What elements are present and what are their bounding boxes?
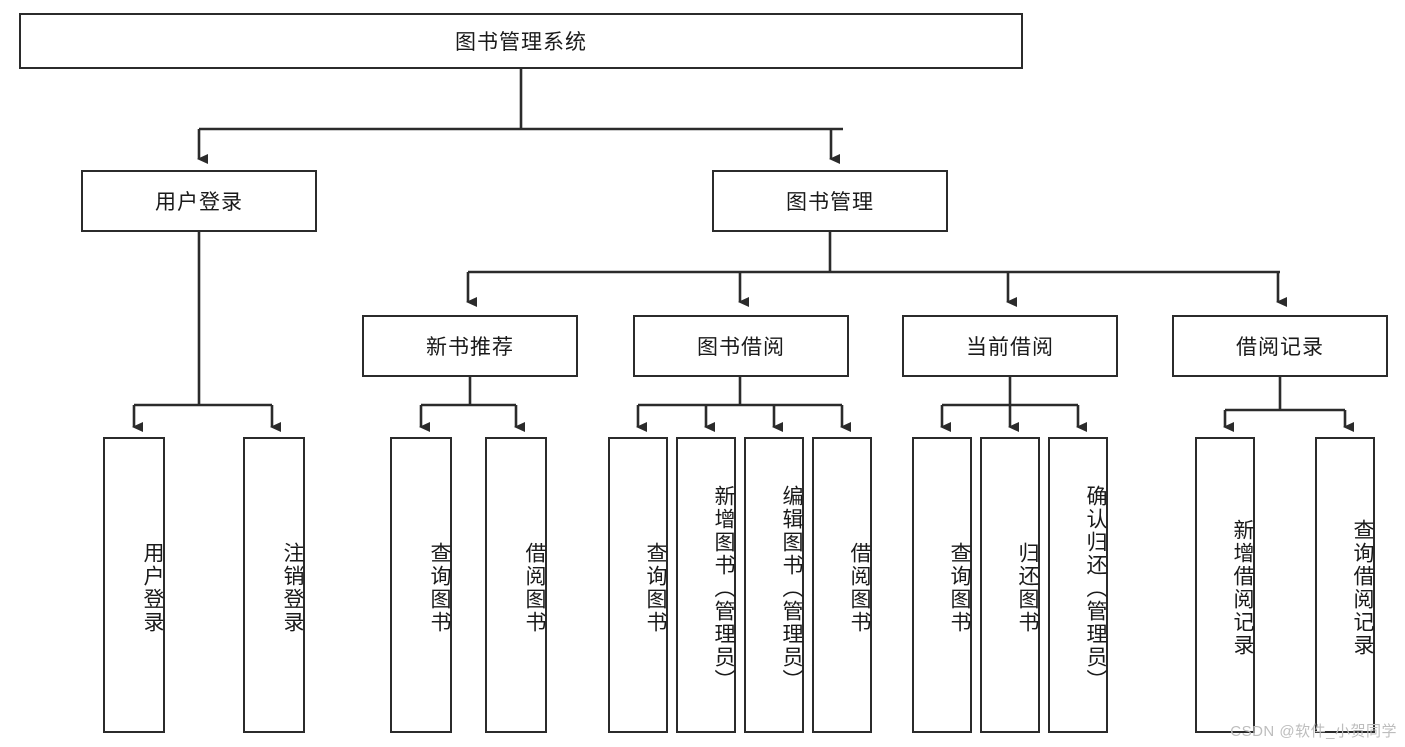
node-book-borrow[interactable]: 图书借阅 (633, 315, 849, 377)
node-leaf-confirm-return-label: 确认归还（管理员） (1084, 484, 1107, 692)
node-leaf-borrow-book-rec-label: 借阅图书 (523, 542, 546, 634)
node-leaf-query-book-br[interactable]: 查询图书 (608, 437, 668, 733)
node-leaf-query-book-rec-label: 查询图书 (428, 542, 451, 634)
node-leaf-query-record-label: 查询借阅记录 (1351, 519, 1374, 657)
node-new-book-rec[interactable]: 新书推荐 (362, 315, 578, 377)
node-leaf-query-book-cb-label: 查询图书 (948, 542, 971, 634)
node-leaf-add-book-label: 新增图书（管理员） (712, 484, 735, 692)
node-leaf-user-logout[interactable]: 注销登录 (243, 437, 305, 733)
node-leaf-edit-book-label: 编辑图书（管理员） (780, 484, 803, 692)
node-leaf-add-record[interactable]: 新增借阅记录 (1195, 437, 1255, 733)
node-current-borrow-label: 当前借阅 (966, 336, 1054, 359)
node-new-book-rec-label: 新书推荐 (426, 336, 514, 359)
node-leaf-borrow-book-br[interactable]: 借阅图书 (812, 437, 872, 733)
node-leaf-query-book-rec[interactable]: 查询图书 (390, 437, 452, 733)
node-book-borrow-label: 图书借阅 (697, 336, 785, 359)
watermark: CSDN @软件_小贺同学 (1230, 723, 1397, 740)
node-current-borrow[interactable]: 当前借阅 (902, 315, 1118, 377)
node-leaf-query-record[interactable]: 查询借阅记录 (1315, 437, 1375, 733)
node-leaf-user-logout-label: 注销登录 (281, 542, 304, 634)
node-leaf-confirm-return[interactable]: 确认归还（管理员） (1048, 437, 1108, 733)
node-leaf-add-record-label: 新增借阅记录 (1231, 519, 1254, 657)
node-leaf-edit-book[interactable]: 编辑图书（管理员） (744, 437, 804, 733)
node-leaf-add-book[interactable]: 新增图书（管理员） (676, 437, 736, 733)
node-leaf-borrow-book-rec[interactable]: 借阅图书 (485, 437, 547, 733)
node-leaf-return-book-label: 归还图书 (1016, 542, 1039, 634)
node-leaf-borrow-book-br-label: 借阅图书 (848, 542, 871, 634)
node-borrow-record-label: 借阅记录 (1236, 336, 1324, 359)
node-leaf-query-book-cb[interactable]: 查询图书 (912, 437, 972, 733)
node-book-manage[interactable]: 图书管理 (712, 170, 948, 232)
node-root-label: 图书管理系统 (455, 31, 587, 54)
node-leaf-user-login-label: 用户登录 (141, 542, 164, 634)
node-book-manage-label: 图书管理 (786, 191, 874, 214)
node-user-login-label: 用户登录 (155, 191, 243, 214)
node-leaf-return-book[interactable]: 归还图书 (980, 437, 1040, 733)
node-borrow-record[interactable]: 借阅记录 (1172, 315, 1388, 377)
node-leaf-user-login[interactable]: 用户登录 (103, 437, 165, 733)
node-user-login[interactable]: 用户登录 (81, 170, 317, 232)
node-leaf-query-book-br-label: 查询图书 (644, 542, 667, 634)
node-root[interactable]: 图书管理系统 (19, 13, 1023, 69)
